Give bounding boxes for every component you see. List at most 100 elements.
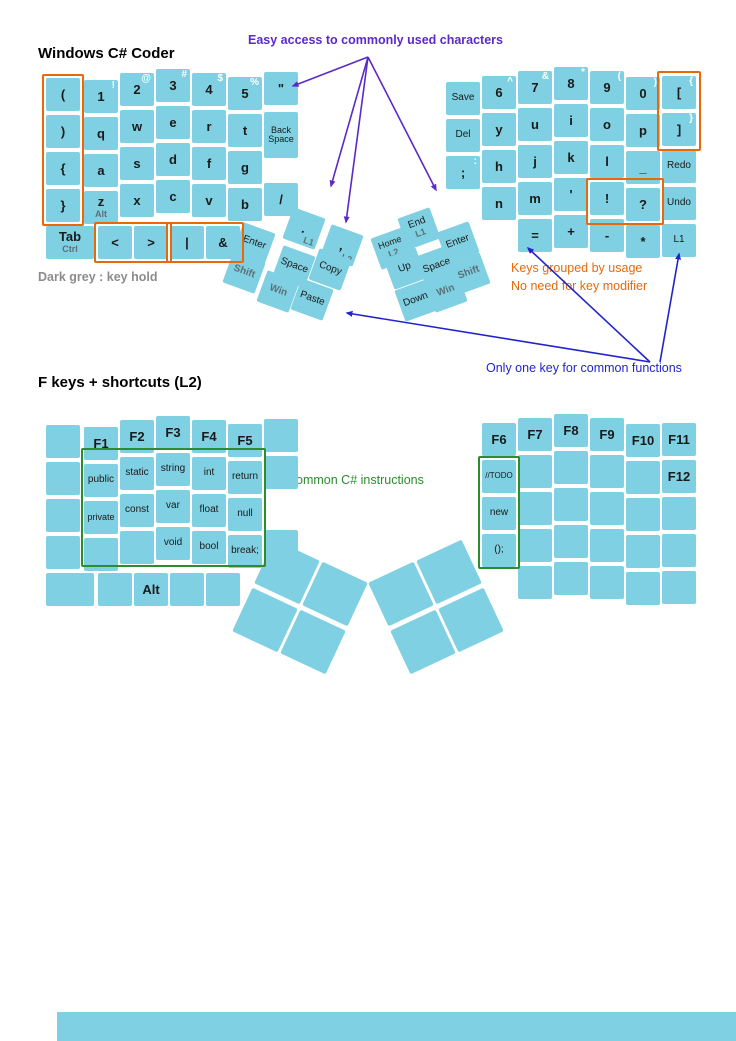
orange-highlight-box bbox=[166, 222, 244, 263]
key-v: v bbox=[192, 184, 226, 217]
key-plus: + bbox=[554, 215, 588, 248]
key-e: e bbox=[156, 106, 190, 139]
key-brace-close: } bbox=[46, 189, 80, 222]
key-l1: L1 bbox=[662, 224, 696, 257]
key-f6: F6 bbox=[482, 423, 516, 456]
key-f4: F4 bbox=[192, 420, 226, 453]
key-p: p bbox=[626, 114, 660, 147]
key-c: c bbox=[156, 180, 190, 213]
key-blank bbox=[264, 419, 298, 452]
key-blank bbox=[518, 566, 552, 599]
key-5: 5% bbox=[228, 77, 262, 110]
key-new: new bbox=[482, 497, 516, 530]
key-string: string bbox=[156, 453, 190, 486]
key-u: u bbox=[518, 108, 552, 141]
key-blank bbox=[46, 536, 80, 569]
key-4: 4$ bbox=[192, 73, 226, 106]
key-paren-close: ) bbox=[46, 115, 80, 148]
key-return: return bbox=[228, 461, 262, 494]
key-sub-label: & bbox=[541, 71, 549, 82]
key-apostrophe: ' bbox=[554, 178, 588, 211]
layer2-title: F keys + shortcuts (L2) bbox=[38, 374, 202, 391]
key-blank bbox=[662, 534, 696, 567]
key-t: t bbox=[228, 114, 262, 147]
key-9: 9( bbox=[590, 71, 624, 104]
key-blank bbox=[518, 492, 552, 525]
key-public: public bbox=[84, 464, 118, 497]
key-6: 6^ bbox=[482, 76, 516, 109]
key-d: d bbox=[156, 143, 190, 176]
key-sub-label: ! bbox=[111, 80, 115, 91]
key-f12: F12 bbox=[662, 460, 696, 493]
key-break: break; bbox=[228, 535, 262, 568]
key-blank bbox=[554, 562, 588, 595]
key-f2: F2 bbox=[120, 420, 154, 453]
key-del: Del bbox=[446, 119, 480, 152]
annotation-easy-access: Easy access to commonly used characters bbox=[248, 33, 503, 47]
key-m: m bbox=[518, 182, 552, 215]
key-sub-label: * bbox=[581, 67, 585, 78]
key-blank bbox=[626, 498, 660, 531]
key-h: h bbox=[482, 150, 516, 183]
key-blank bbox=[518, 455, 552, 488]
key-8: 8* bbox=[554, 67, 588, 100]
key-f8: F8 bbox=[554, 414, 588, 447]
key-k: k bbox=[554, 141, 588, 174]
orange-highlight-box bbox=[94, 222, 172, 263]
key-f7: F7 bbox=[518, 418, 552, 451]
key-f9: F9 bbox=[590, 418, 624, 451]
key-1: 1! bbox=[84, 80, 118, 113]
key-g: g bbox=[228, 151, 262, 184]
key-const: const bbox=[120, 494, 154, 527]
key-sub-label: $ bbox=[217, 73, 223, 84]
key-blank bbox=[46, 499, 80, 532]
key-back-space: Back Space bbox=[264, 112, 298, 158]
key-r: r bbox=[192, 110, 226, 143]
key-blank bbox=[206, 573, 240, 606]
key-f: f bbox=[192, 147, 226, 180]
key-blank bbox=[662, 571, 696, 604]
key-undo: Undo bbox=[662, 187, 696, 220]
key-blank bbox=[46, 573, 94, 606]
key-f3: F3 bbox=[156, 416, 190, 449]
key-blank bbox=[662, 497, 696, 530]
key-s: s bbox=[120, 147, 154, 180]
key: (); bbox=[482, 534, 516, 567]
key-blank bbox=[46, 462, 80, 495]
key-a: a bbox=[84, 154, 118, 187]
key-blank bbox=[264, 456, 298, 489]
key-w: w bbox=[120, 110, 154, 143]
key-redo: Redo bbox=[662, 150, 696, 183]
key-void: void bbox=[156, 527, 190, 560]
key-0: 0) bbox=[626, 77, 660, 110]
annotation-only-one-key: Only one key for common functions bbox=[486, 361, 682, 375]
key-n: n bbox=[482, 187, 516, 220]
key-blank bbox=[590, 529, 624, 562]
key-alt: Alt bbox=[134, 573, 168, 606]
key-blank bbox=[590, 492, 624, 525]
orange-highlight-box bbox=[657, 71, 701, 151]
key-sub-label: # bbox=[181, 69, 187, 80]
key-blank bbox=[170, 573, 204, 606]
key-blank bbox=[120, 531, 154, 564]
key-f5: F5 bbox=[228, 424, 262, 457]
key-j: j bbox=[518, 145, 552, 178]
green-highlight-box bbox=[81, 448, 266, 567]
key-todo: //TODO bbox=[482, 460, 516, 493]
key-private: private bbox=[84, 501, 118, 534]
key-blank bbox=[590, 566, 624, 599]
key-x: x bbox=[120, 184, 154, 217]
key-sub-label: Alt bbox=[95, 208, 107, 219]
key-blank bbox=[518, 529, 552, 562]
bottom-bar bbox=[57, 1012, 736, 1041]
key-float: float bbox=[192, 494, 226, 527]
key-paren-open: ( bbox=[46, 78, 80, 111]
key-pipe: | bbox=[170, 226, 204, 259]
key-equals: = bbox=[518, 219, 552, 252]
green-highlight-box bbox=[478, 456, 520, 569]
key-var: var bbox=[156, 490, 190, 523]
key-blank bbox=[626, 461, 660, 494]
